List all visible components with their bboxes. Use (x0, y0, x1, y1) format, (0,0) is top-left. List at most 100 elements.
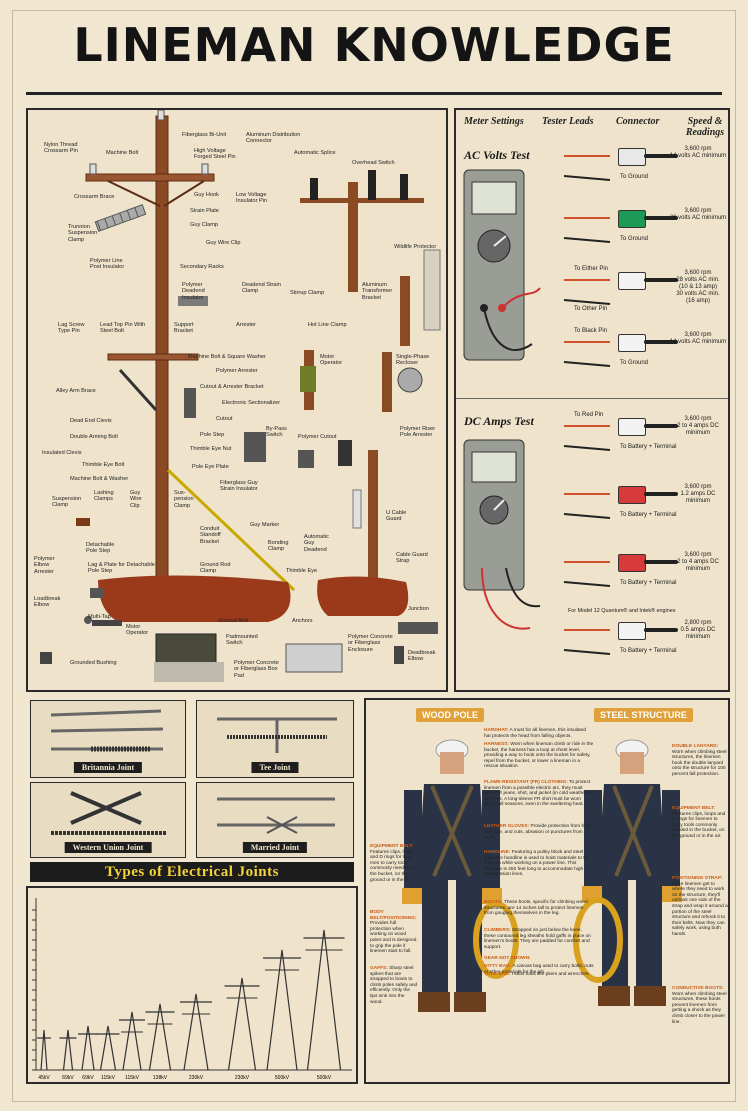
tower (303, 929, 345, 1071)
pole-label: Hot Line Clamp (308, 322, 347, 328)
connector-cord (644, 340, 678, 344)
connector-plug (618, 418, 646, 436)
pole-label: Lead Top Pin With Steel Bolt (100, 322, 146, 335)
pole-label: Lashing Clamps (94, 490, 114, 503)
pole-label: Motor Operator (320, 354, 343, 367)
pole-label: Polymer Concrete or Fiberglass Box Pad (234, 660, 279, 679)
pole-label: Lag Screw Type Pin (58, 322, 85, 335)
pole-label: Machine Bolt & Square Washer (188, 354, 266, 360)
ppe-note-heading: EQUIPMENT BELT: (370, 844, 414, 849)
connector-plug (618, 554, 646, 572)
pole-label: Deadbreak Elbow (408, 650, 436, 663)
pole-label: Pole Step (200, 432, 225, 438)
pole-label: Polymer Riser Pole Arrester (400, 426, 436, 439)
pin-label: To Either Pin (574, 266, 609, 272)
ppe-note: DOUBLE LANYARD: Worn when climbing steel… (672, 744, 727, 777)
ppe-note: BODY BELT/POSITIONING: Provides full pro… (370, 910, 417, 955)
ground-label: To Battery + Terminal (620, 512, 677, 518)
pole-label: Thimble Eye Nut (190, 446, 232, 452)
connector-cord (644, 492, 678, 496)
lead-arrows (563, 629, 611, 655)
pole-label: Guy Wire Clip (130, 490, 142, 509)
lead-arrows (563, 341, 611, 367)
pole-label: Polymer Arrester (216, 368, 258, 374)
pole-label: Machine Bolt & Washer (70, 476, 129, 482)
pole-label: Lag & Plate for Detachable Pole Step (88, 562, 155, 575)
ppe-note-heading: FLAME-RESISTANT (FR) CLOTHING: (484, 780, 568, 785)
lead-arrows (563, 425, 611, 451)
ground-label: To Battery + Terminal (620, 580, 677, 586)
lead-arrows (563, 279, 611, 305)
ppe-note-heading: POSITIONING STRAP: (672, 876, 723, 881)
steel-structure-badge: STEEL STRUCTURE (594, 708, 693, 722)
pole-label: Single-Phase Recloser (396, 354, 430, 367)
ground-label: To Battery + Terminal (620, 444, 677, 450)
ppe-note-heading: DOUBLE LANYARD: (672, 744, 719, 749)
lead-arrows (563, 217, 611, 243)
col-header: Speed & Readings (685, 116, 725, 138)
pole-label: Loadbreak Elbow (34, 596, 61, 609)
col-header: Tester Leads (542, 116, 594, 127)
ppe-note-heading: TOOL BAG: (484, 972, 511, 977)
pole-label: Cutout & Arrester Bracket (200, 384, 264, 390)
pole-label: Guy Hook (194, 192, 219, 198)
tee-joint-box: Tee Joint (196, 700, 354, 778)
pole-label: Ground Rod Clamp (200, 562, 231, 575)
ppe-note-heading: CLIMBERS: (484, 928, 511, 933)
reading: 3,600 rpm 2 to 4 amps DC minimum (677, 416, 719, 436)
pole-label: Guy Marker (250, 522, 280, 528)
pole-label: Overhead Switch (352, 160, 395, 166)
pole-label: Secondary Racks (180, 264, 224, 270)
tower (78, 1025, 98, 1071)
ppe-note: POSITIONING STRAP: Once linemen get to w… (672, 876, 728, 937)
tower (119, 1011, 145, 1071)
reading: 3,600 rpm 1.2 amps DC minimum (680, 484, 716, 504)
ppe-note-heading: LEATHER GLOVES: (484, 824, 530, 829)
reading: 3,600 rpm 2 to 4 amps DC minimum (677, 552, 719, 572)
tower (96, 1025, 120, 1071)
pole-label: Thimble Eye Bolt (82, 462, 125, 468)
pole-label: Low Voltage Insulator Pin (236, 192, 268, 205)
pole-label: Bonding Clamp (268, 540, 289, 553)
ground-label: To Ground (620, 174, 649, 180)
pole-label: Anchors (292, 618, 313, 624)
ppe-note-heading: HANDLINE: (484, 850, 511, 855)
ppe-note: LEATHER GLOVES: Provide protection from … (484, 824, 591, 841)
pole-label: Automatic Splice (294, 150, 336, 156)
western-union-joint-illustration (51, 791, 167, 835)
pole-label: Grounded Bushing (70, 660, 117, 666)
pole-label: Automatic Guy Deadend (304, 534, 329, 553)
pole-label: By-Pass Switch (266, 426, 287, 439)
reading: 2,800 rpm 0.5 amps DC minimum (680, 620, 716, 640)
ppe-note-heading: DITTY BAG: (484, 964, 512, 969)
page-title: LINEMAN KNOWLEDGE (73, 18, 675, 72)
connector-cord (644, 560, 678, 564)
connector-cord (644, 628, 678, 632)
ppe-note-heading: BOOTS: (484, 900, 503, 905)
pole-label: Conduit Standoff Bracket (200, 526, 221, 545)
britannia-joint-box: Britannia Joint (30, 700, 186, 778)
pole-label: Fiberglass Guy Strain Insulator (220, 480, 258, 493)
pole-label: Motor Operator (126, 624, 149, 637)
pin-label: To Black Pin (574, 328, 608, 334)
pole-label: Polymer Concrete or Fiberglass Enclosure (348, 634, 393, 653)
pole-label: Fiberglass Bi-Unit (182, 132, 227, 138)
pole-label: Aluminum Transformer Bracket (362, 282, 393, 301)
connector-plug (618, 334, 646, 352)
tower-label: 69kV (82, 1075, 94, 1081)
meter-panel: Meter Settings Tester Leads Connector Sp… (454, 108, 730, 692)
ground-label: To Ground (620, 236, 649, 242)
pin-label: To Other Pin (574, 306, 608, 312)
ppe-note-heading: EQUIPMENT BELT: (672, 806, 716, 811)
ac-multimeter (463, 169, 541, 361)
britannia-joint-label: Britannia Joint (73, 762, 143, 773)
connector-plug (618, 210, 646, 228)
pole-label: Wildlife Protector (394, 244, 437, 250)
wood-pole-badge: WOOD POLE (416, 708, 484, 722)
married-joint-label: Married Joint (242, 842, 308, 853)
ppe-note-heading: GEAR NOT SHOWN: (484, 956, 531, 961)
pole-label: Electronic Sectionalizer (222, 400, 281, 406)
ppe-note-heading: HARDHAT: (484, 728, 509, 733)
